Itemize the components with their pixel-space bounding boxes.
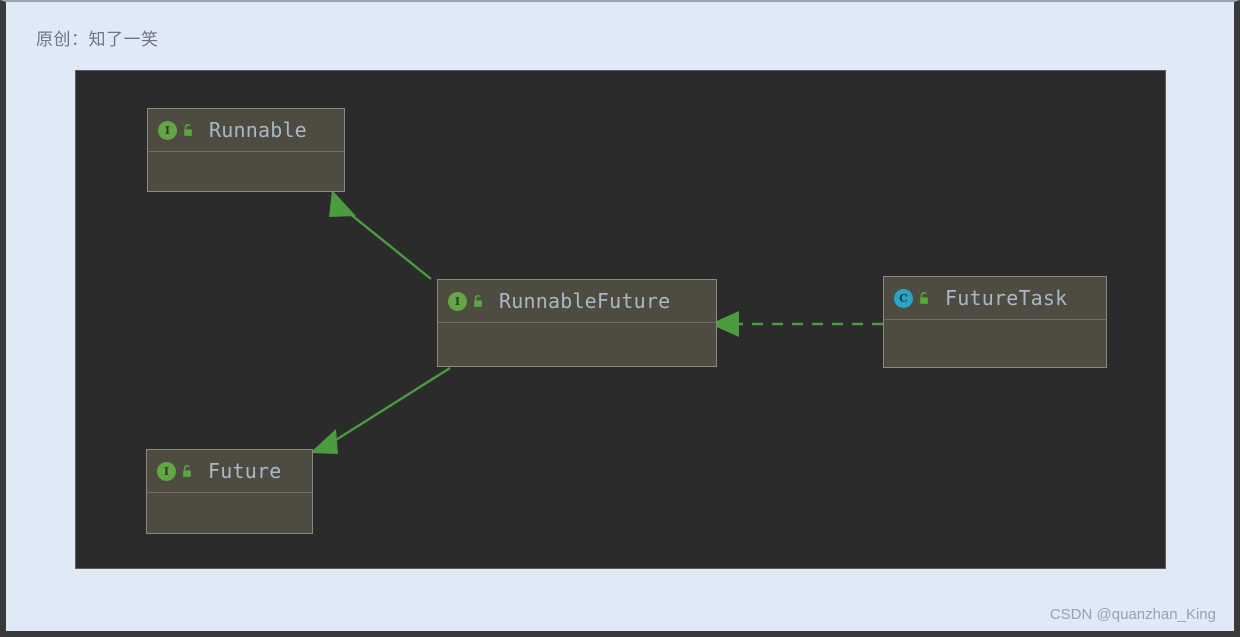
uml-node-name: FutureTask	[945, 286, 1068, 310]
unlock-icon	[182, 123, 196, 138]
uml-node-runnable[interactable]: I Runnable	[147, 108, 345, 192]
uml-node-runnablefuture[interactable]: I RunnableFuture	[437, 279, 717, 367]
uml-node-members	[884, 320, 1106, 410]
unlock-icon	[918, 291, 932, 306]
uml-node-header: I Runnable	[148, 109, 344, 152]
uml-node-members	[147, 493, 312, 568]
uml-node-members	[148, 152, 344, 234]
uml-node-header: C FutureTask	[884, 277, 1106, 320]
edge-runnablefuture-to-runnable	[329, 190, 432, 280]
uml-node-name: Future	[208, 459, 282, 483]
edge-runnablefuture-to-future	[310, 366, 451, 454]
interface-icon: I	[158, 120, 177, 140]
class-icon: C	[894, 288, 913, 308]
interface-icon: I	[157, 461, 176, 481]
uml-node-members	[438, 323, 716, 409]
uml-node-header: I RunnableFuture	[438, 280, 716, 323]
edge-futuretask-to-runnablefuture	[710, 311, 883, 337]
uml-node-name: RunnableFuture	[499, 289, 671, 313]
uml-node-header: I Future	[147, 450, 312, 493]
page-title: 原创：知了一笑	[36, 30, 159, 50]
unlock-icon	[472, 294, 486, 309]
uml-node-name: Runnable	[209, 118, 307, 142]
uml-node-futuretask[interactable]: C FutureTask	[883, 276, 1107, 368]
unlock-icon	[181, 464, 195, 479]
interface-icon: I	[448, 291, 467, 311]
watermark: CSDN @quanzhan_King	[1049, 606, 1216, 623]
uml-node-future[interactable]: I Future	[146, 449, 313, 534]
diagram-canvas[interactable]: I Runnable I	[75, 70, 1166, 569]
